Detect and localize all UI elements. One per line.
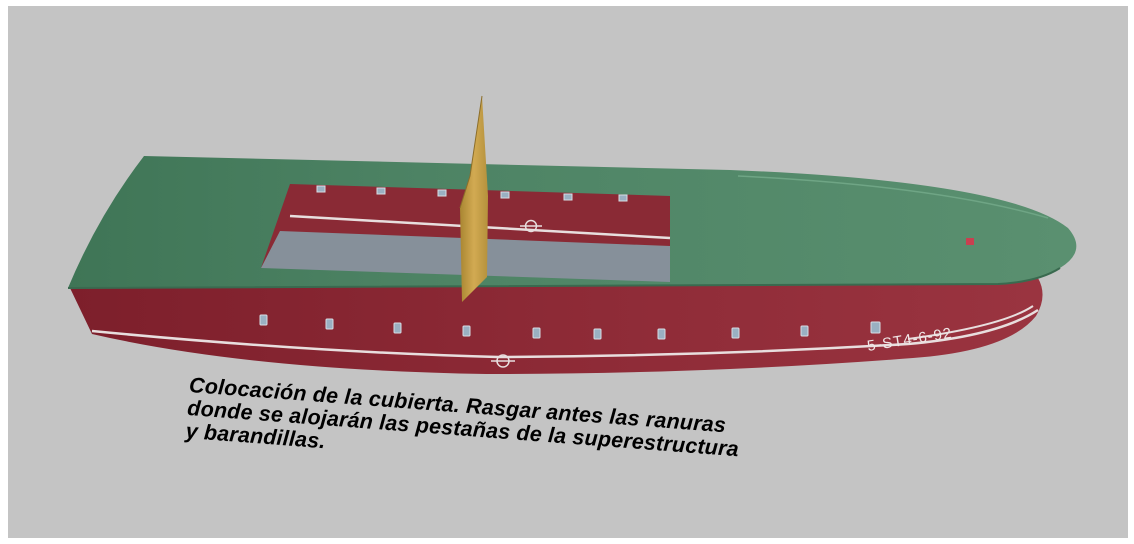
load-line-mark-hull	[491, 354, 515, 368]
deck-sheer-line	[737, 175, 1049, 219]
hull-stripe-upper	[907, 305, 1034, 340]
hull-portholes	[259, 314, 881, 340]
deck-cutout-portholes	[316, 185, 628, 202]
hull-side	[70, 278, 1043, 374]
bow-marker	[966, 238, 974, 245]
load-line-mark-deck	[520, 219, 542, 233]
ship-model: 5-ST4-6-92	[67, 95, 1077, 374]
hull-stripe-main	[91, 308, 1039, 359]
superstructure-tab-piece	[460, 96, 488, 302]
deck-edge	[67, 267, 1061, 289]
3d-viewport[interactable]: 5-ST4-6-92 Colocación de la cubierta. Ra…	[8, 6, 1128, 538]
superstructure-tab-edge	[459, 95, 483, 209]
